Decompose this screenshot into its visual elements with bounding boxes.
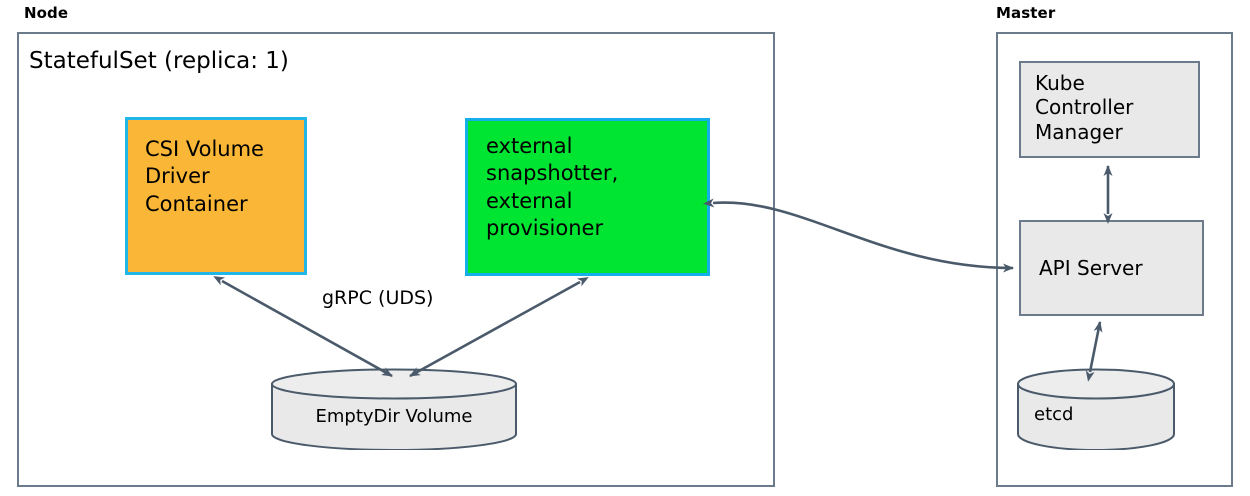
kube-controller-manager-box[interactable]: Kube Controller Manager <box>1019 61 1200 158</box>
grpc-uds-label: gRPC (UDS) <box>322 287 434 309</box>
external-controllers-box[interactable]: external snapshotter, external provision… <box>465 118 710 276</box>
kube-controller-manager-label: Kube Controller Manager <box>1035 71 1134 144</box>
emptydir-volume-cylinder[interactable]: EmptyDir Volume <box>270 368 518 450</box>
api-server-box[interactable]: API Server <box>1019 220 1204 316</box>
etcd-cylinder[interactable]: etcd <box>1016 368 1176 450</box>
external-controllers-label: external snapshotter, external provision… <box>486 134 619 240</box>
api-server-label: API Server <box>1039 256 1143 280</box>
csi-volume-driver-container-box[interactable]: CSI Volume Driver Container <box>125 117 307 275</box>
node-group-label: Node <box>24 4 69 22</box>
etcd-label: etcd <box>1034 404 1074 425</box>
master-group-label: Master <box>996 4 1056 22</box>
emptydir-volume-label: EmptyDir Volume <box>315 406 473 427</box>
cylinder-shape <box>1017 368 1175 450</box>
statefulset-title: StatefulSet (replica: 1) <box>29 48 289 74</box>
csi-volume-driver-container-label: CSI Volume Driver Container <box>145 137 264 216</box>
